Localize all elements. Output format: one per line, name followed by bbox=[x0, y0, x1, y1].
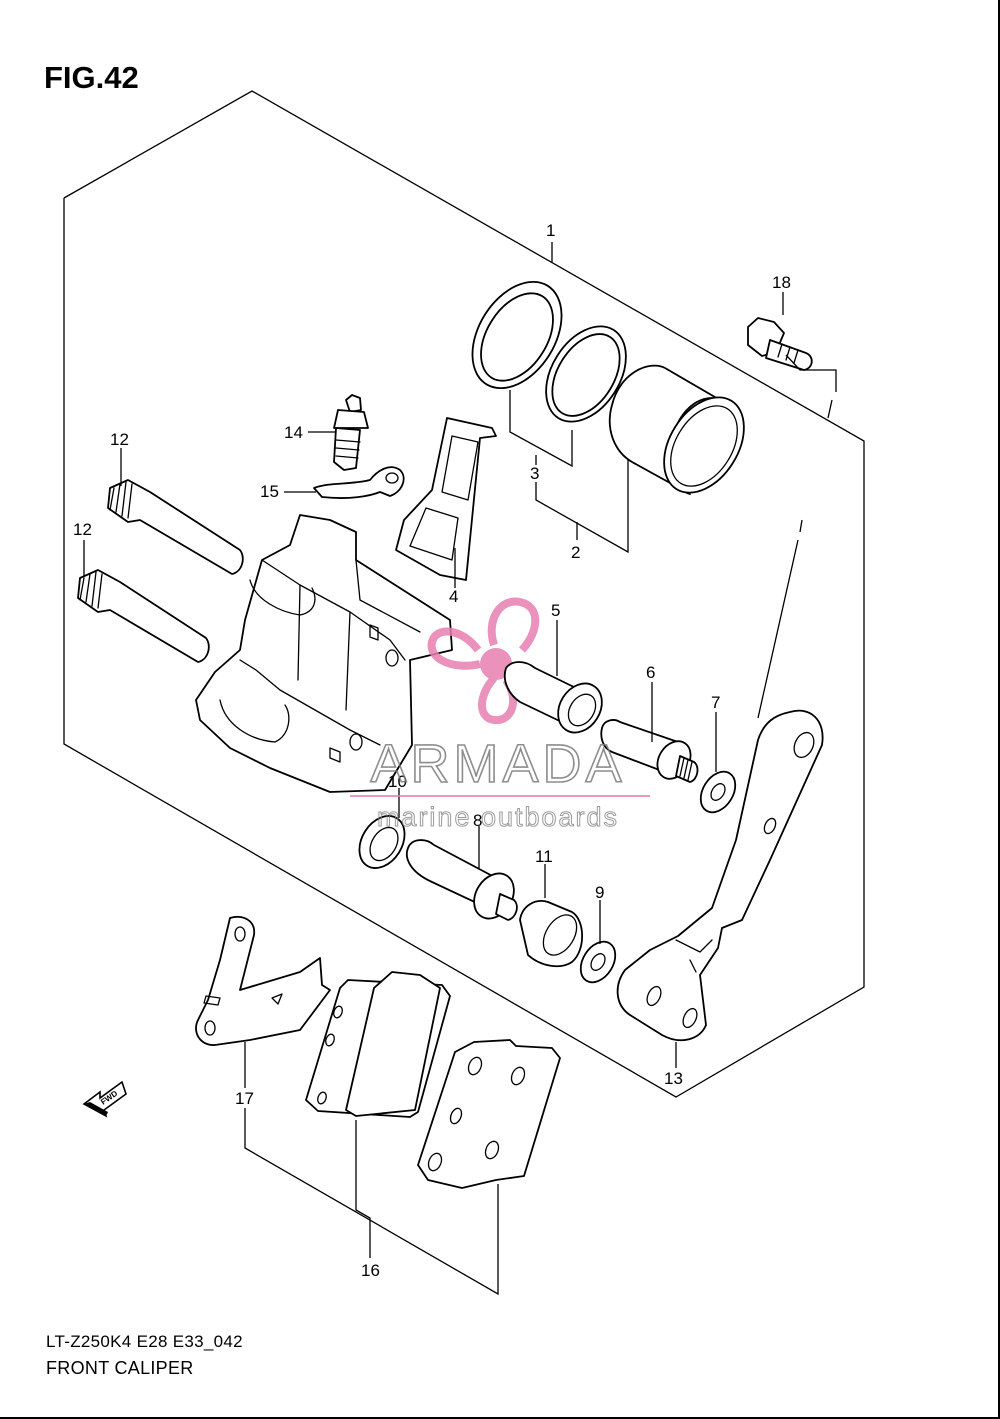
callout-2: 2 bbox=[571, 543, 580, 562]
washer-lower bbox=[579, 940, 617, 984]
watermark-tagline: marine outboards bbox=[377, 802, 619, 832]
brake-pad-inner bbox=[305, 971, 451, 1118]
diagram-code: LT-Z250K4 E28 E33_042 bbox=[46, 1332, 243, 1351]
bleeder-valve bbox=[333, 394, 369, 471]
callout-6: 6 bbox=[646, 663, 655, 682]
caliper-bracket bbox=[616, 709, 824, 1042]
assembly-boundary bbox=[63, 90, 865, 1098]
slide-pin-lower bbox=[77, 569, 210, 663]
seal-ring-small bbox=[545, 325, 627, 423]
callout-3: 3 bbox=[530, 464, 539, 483]
callout-14: 14 bbox=[284, 423, 303, 442]
slide-sleeve bbox=[503, 661, 603, 734]
callout-5: 5 bbox=[551, 601, 560, 620]
caliper-bolt bbox=[600, 719, 699, 783]
callout-8: 8 bbox=[473, 811, 482, 830]
callout-17: 17 bbox=[235, 1089, 254, 1108]
callout-4: 4 bbox=[449, 587, 458, 606]
forward-direction-arrow: FWD bbox=[82, 1080, 127, 1118]
bleeder-cap bbox=[313, 466, 405, 499]
watermark-blade-left bbox=[427, 627, 482, 670]
dust-boot bbox=[358, 815, 406, 869]
callout-9: 9 bbox=[595, 883, 604, 902]
mounting-bolt bbox=[747, 317, 813, 371]
leader-lines bbox=[83, 242, 837, 1296]
callout-18: 18 bbox=[772, 273, 791, 292]
callout-12-upper: 12 bbox=[110, 430, 129, 449]
diagram-name: FRONT CALIPER bbox=[46, 1358, 194, 1378]
callout-12-lower: 12 bbox=[73, 520, 92, 539]
callout-1: 1 bbox=[546, 221, 555, 240]
callout-16: 16 bbox=[361, 1261, 380, 1280]
callout-7: 7 bbox=[711, 693, 720, 712]
pin-boot bbox=[519, 900, 584, 968]
pad-spring bbox=[395, 417, 497, 581]
callout-15: 15 bbox=[260, 482, 279, 501]
slide-pin-upper bbox=[107, 479, 244, 575]
callout-11: 11 bbox=[535, 847, 553, 866]
watermark-brand: ARMADA bbox=[370, 734, 625, 794]
figure-title: FIG.42 bbox=[44, 60, 139, 95]
piston bbox=[608, 364, 745, 495]
callout-13: 13 bbox=[664, 1069, 683, 1088]
washer-upper bbox=[699, 770, 737, 814]
pad-shim bbox=[195, 915, 331, 1046]
caliper-body bbox=[195, 514, 453, 793]
watermark-blade-top bbox=[487, 597, 540, 653]
caliper-pin bbox=[406, 839, 518, 921]
callout-10: 10 bbox=[388, 772, 407, 791]
brake-pad-outer bbox=[417, 1039, 561, 1189]
seal-ring-large bbox=[471, 280, 563, 390]
watermark-hub bbox=[480, 648, 512, 680]
